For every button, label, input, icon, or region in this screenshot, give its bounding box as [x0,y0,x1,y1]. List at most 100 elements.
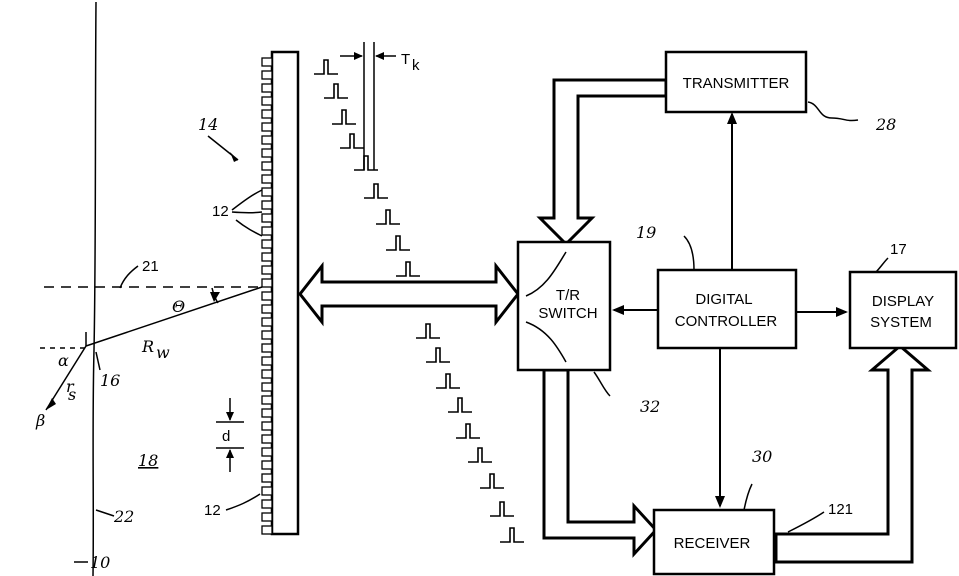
transducer-element [262,188,272,196]
pulse [416,324,440,338]
transducer-element [262,474,272,482]
display-system-label-1: DISPLAY [872,293,934,310]
transducer-elements [262,58,272,534]
transducer-element [262,253,272,261]
small-beta: β [35,411,45,430]
ref-21: 21 [142,258,159,275]
pulse [364,184,388,198]
pulse [468,448,492,462]
transducer-element [262,487,272,495]
transducer-element [262,526,272,534]
pulse [386,236,410,250]
controller-to-receiver-head [715,496,725,508]
transducer-element [262,409,272,417]
pulse [426,348,450,362]
pulse [396,262,420,276]
ref-16: 16 [100,371,120,390]
transducer-element [262,435,272,443]
transducer-element [262,240,272,248]
transducer-element [262,162,272,170]
transducer-element [262,266,272,274]
pulse [480,474,504,488]
transducer-element [262,175,272,183]
transducer-element [262,123,272,131]
ref-17-leader [876,258,888,272]
pulse [340,134,364,148]
transmitter-to-switch-arrow[interactable] [540,80,666,244]
element-spacing-label: d [222,428,230,445]
controller-to-transmitter-head [727,112,737,124]
pulse [436,374,460,388]
angle-label: Θ [172,297,185,316]
transducer-element [262,331,272,339]
ref-28: 28 [875,115,896,134]
transducer-element [262,71,272,79]
pulse [314,60,338,74]
transducer-element [262,84,272,92]
transducer-element [262,344,272,352]
transducer-element [262,461,272,469]
delay-label: T [401,51,410,68]
receiver-to-display-arrow[interactable] [776,346,928,562]
digital-controller-block[interactable] [658,270,796,348]
transducer-element [262,357,272,365]
ref-12-top-leader3 [236,220,262,236]
pulse [456,424,480,438]
ref-10: 10 [90,553,110,572]
ref-121: 121 [828,501,853,518]
pulse [332,110,356,124]
ref-22: 22 [113,507,134,526]
pulse [490,502,514,516]
transducer-element [262,396,272,404]
pulse [500,528,524,542]
display-system-block[interactable] [850,272,956,348]
transducer-element [262,214,272,222]
receiver-label: RECEIVER [674,535,751,552]
ref-121-leader [788,512,824,532]
ref-17: 17 [890,241,907,258]
display-system-label-2: SYSTEM [870,314,932,331]
ref-12-top-leader1 [232,190,262,210]
tr-switch-label-1: T/R [556,287,580,304]
transducer-element [262,279,272,287]
transducer-element [262,58,272,66]
array-switch-double-arrow[interactable] [300,266,518,322]
controller-to-switch-head [612,305,624,315]
transducer-element [262,136,272,144]
ref-16-leader [96,352,100,370]
ref-30-leader [744,484,752,510]
ref-22-leader [96,510,114,516]
transducer-element [262,227,272,235]
controller-to-display-head [836,307,848,317]
pulse [324,84,348,98]
pulse [448,398,472,412]
ref-28-leader [808,102,858,121]
ref-21-leader [120,266,138,288]
ref-14: 14 [198,115,218,134]
delay-arrowhead-right [375,52,384,60]
ref-12-bottom: 12 [204,502,221,519]
range-ray [86,287,262,346]
ref-30: 30 [752,447,772,466]
pulse-train-bottom [416,324,524,542]
transducer-element [262,110,272,118]
ref-19-leader [684,236,694,270]
tr-switch-label-2: SWITCH [538,305,597,322]
ref-12-bottom-leader [226,494,260,510]
digital-controller-label-1: DIGITAL [695,291,752,308]
spacing-arrowhead-top [226,412,234,421]
range-subscript: w [156,343,170,362]
transducer-element [262,318,272,326]
small-s: s [68,385,76,404]
transducer-element [262,292,272,300]
transducer-element [262,500,272,508]
ref-14-arrowhead [230,152,238,162]
small-alpha: α [58,351,69,370]
transducer-element [262,305,272,313]
transducer-element [262,448,272,456]
pulse-train-top [314,60,420,276]
transducer-element [262,97,272,105]
ref-12-top-leader2 [232,212,262,213]
pulse [376,210,400,224]
